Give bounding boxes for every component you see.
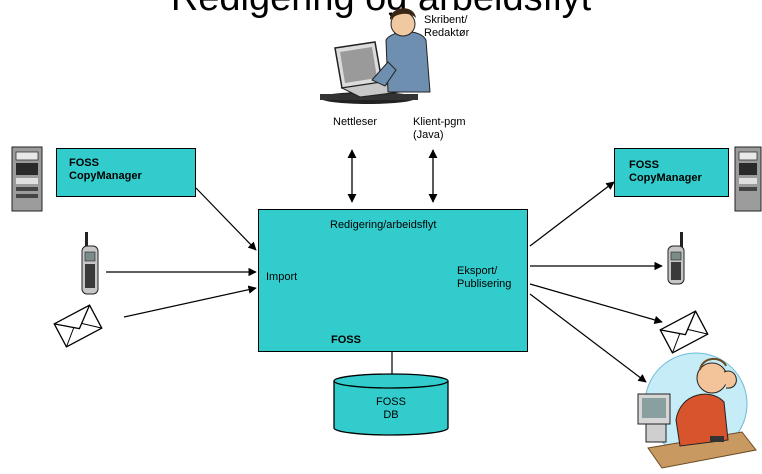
envelope-icon — [53, 304, 103, 348]
server-icon — [11, 146, 43, 212]
server-icon — [734, 146, 762, 212]
diagram-title: Redigering og arbeidsflyt — [0, 0, 762, 20]
email-to-import-arrow — [123, 285, 257, 318]
right-copymanager-label: FOSS CopyManager — [629, 159, 702, 184]
envelope-icon — [659, 310, 709, 354]
right-copymanager-box: FOSS CopyManager — [614, 148, 729, 197]
left-copymanager-box: FOSS CopyManager — [56, 148, 196, 197]
mobile-phone-icon — [667, 232, 685, 285]
database-label: FOSS DB — [376, 396, 406, 421]
import-label: Import — [266, 271, 298, 283]
workflow-title: Redigering/arbeidsflyt — [330, 219, 437, 231]
person-at-computer-icon — [320, 8, 431, 104]
export-label: Eksport/ Publisering — [457, 265, 512, 290]
foss-label: FOSS — [331, 334, 361, 346]
export-to-copymanager-arrow — [529, 181, 615, 247]
reader-at-computer-icon — [637, 352, 757, 469]
main-workflow-box: Redigering/arbeidsflyt Import Eksport/ P… — [258, 209, 528, 352]
writer-label: Skribent/ Redaktør — [424, 14, 470, 39]
copymanager-to-import-arrow — [195, 187, 257, 251]
client-program-label: Klient-pgm (Java) — [413, 116, 466, 141]
export-to-email-arrow — [529, 283, 663, 324]
mobile-phone-icon — [81, 232, 99, 295]
browser-label: Nettleser — [333, 116, 378, 128]
export-to-reader-arrow — [529, 293, 647, 383]
left-copymanager-label: FOSS CopyManager — [69, 157, 142, 182]
